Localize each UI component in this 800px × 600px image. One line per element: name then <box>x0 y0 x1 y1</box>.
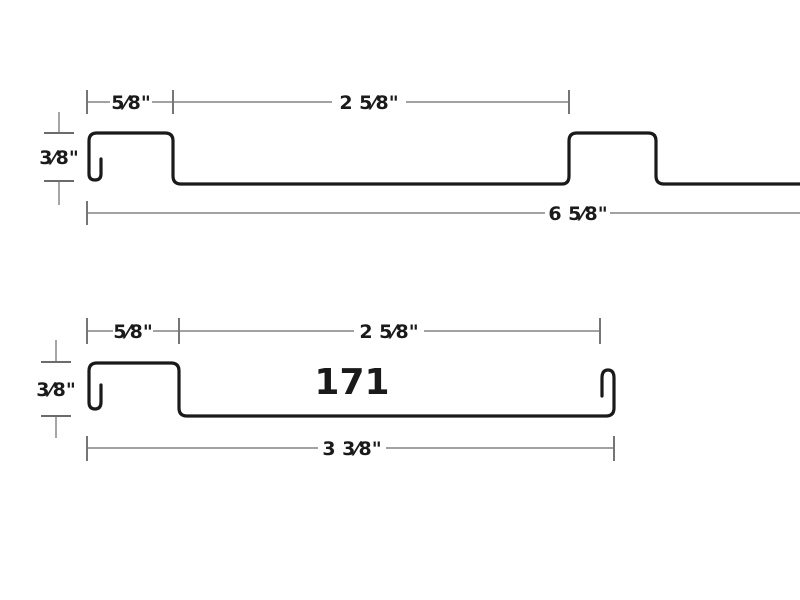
bottom-height-label: 3⁄8" <box>36 379 76 401</box>
top-total-width-label: 6 5⁄8" <box>548 203 607 225</box>
bottom-total-width-label: 3 3⁄8" <box>322 438 381 460</box>
top-profile-group: 5⁄8" 2 5⁄8" 3⁄8" 6 5⁄8" <box>39 90 800 225</box>
bottom-profile-group: 5⁄8" 2 5⁄8" 3⁄8" 171 3 3⁄8" <box>36 318 616 461</box>
bottom-profile-shape <box>87 361 616 418</box>
top-hook-width-label: 5⁄8" <box>111 92 151 114</box>
top-height-label: 3⁄8" <box>39 147 79 169</box>
bottom-hook-width-label: 5⁄8" <box>113 321 153 343</box>
top-gap-width-label: 2 5⁄8" <box>339 92 398 114</box>
bottom-gap-width-label: 2 5⁄8" <box>359 321 418 343</box>
top-profile-shape <box>87 131 800 186</box>
profile-number-label: 171 <box>314 362 389 403</box>
